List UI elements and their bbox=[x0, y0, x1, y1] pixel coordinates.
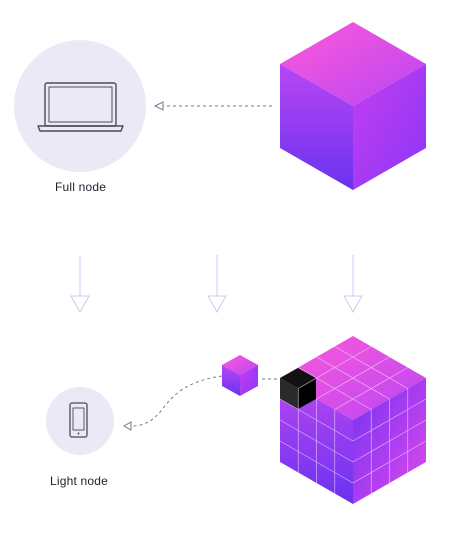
full-node bbox=[14, 40, 146, 172]
extracted-block-cube bbox=[222, 355, 258, 396]
down-arrow-3 bbox=[343, 255, 363, 314]
full-node-label: Full node bbox=[55, 180, 107, 194]
full-node-circle bbox=[14, 40, 146, 172]
full-blockchain-cube bbox=[280, 22, 426, 190]
light-node-label: Light node bbox=[50, 474, 109, 488]
phone-icon bbox=[69, 402, 88, 438]
down-arrow-2 bbox=[207, 255, 227, 314]
light-node-circle bbox=[46, 387, 114, 455]
down-arrow-1 bbox=[70, 255, 90, 314]
sync-arrow-full bbox=[153, 101, 272, 111]
grid-blockchain-cube bbox=[279, 336, 427, 504]
laptop-icon bbox=[37, 82, 124, 132]
sync-arrow-light bbox=[122, 375, 284, 431]
light-node bbox=[46, 387, 114, 455]
